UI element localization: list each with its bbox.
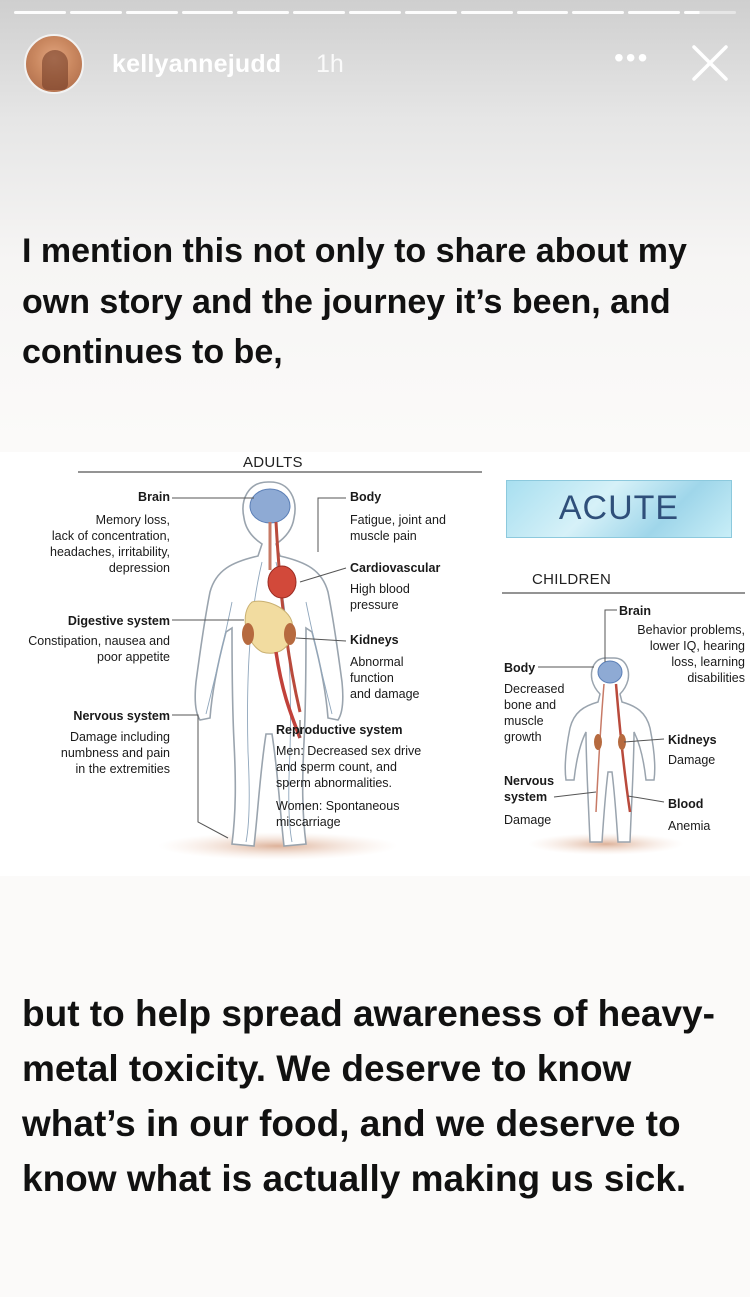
story-header: kellyannejudd 1h ••• (24, 34, 736, 94)
adults-kidneys-heading: Kidneys (350, 633, 399, 647)
adults-reproductive-women: Women: Spontaneous miscarriage (276, 799, 400, 829)
progress-segment (404, 11, 457, 14)
adults-body-heading: Body (350, 490, 382, 504)
adults-digestive-heading: Digestive system (67, 614, 170, 628)
adults-body-text: Fatigue, joint and muscle pain (350, 513, 446, 543)
progress-segment (237, 11, 290, 14)
avatar[interactable] (24, 34, 84, 94)
adults-title: ADULTS (243, 454, 303, 471)
progress-segment (460, 11, 513, 14)
username[interactable]: kellyannejudd (112, 50, 282, 78)
adults-brain-text: Memory loss, lack of concentration, head… (50, 513, 170, 575)
progress-segment (69, 11, 122, 14)
progress-segment (628, 11, 681, 14)
adults-brain-heading: Brain (138, 490, 170, 504)
children-body-text: Decreased bone and muscle growth (504, 682, 565, 744)
children-blood-heading: Blood (668, 797, 704, 811)
infographic-graphics (78, 471, 745, 860)
more-options-icon[interactable]: ••• (614, 42, 650, 73)
progress-segment (125, 11, 178, 14)
top-gradient (0, 0, 750, 440)
close-icon[interactable] (688, 41, 732, 85)
acute-banner: ACUTE (506, 480, 732, 538)
adults-nervous-text: Damage including numbness and pain in th… (60, 730, 170, 776)
adults-reproductive-heading: Reproductive system (276, 723, 403, 737)
acute-label: ACUTE (558, 489, 680, 527)
progress-segment (516, 11, 569, 14)
adults-cardio-heading: Cardiovascular (350, 561, 441, 575)
progress-segment (293, 11, 346, 14)
progress-segment (572, 11, 625, 14)
story-progress-bar (14, 11, 736, 14)
children-brain-text: Behavior problems, lower IQ, hearing los… (637, 623, 745, 685)
adults-digestive-text: Constipation, nausea and poor appetite (28, 634, 170, 664)
story-caption-top: I mention this not only to share about m… (22, 232, 687, 371)
adults-kidneys-text: Abnormal function and damage (350, 655, 420, 701)
children-brain-heading: Brain (619, 604, 651, 618)
progress-segment (14, 11, 66, 14)
adults-nervous-heading: Nervous system (73, 709, 170, 723)
children-title: CHILDREN (532, 571, 612, 588)
adults-cardio-text: High blood pressure (350, 582, 410, 612)
children-blood-text: Anemia (668, 819, 711, 833)
children-nervous-text: Damage (504, 813, 552, 827)
children-kidneys-heading: Kidneys (668, 733, 717, 747)
progress-segment (181, 11, 234, 14)
children-body-heading: Body (504, 661, 536, 675)
post-time: 1h (316, 50, 344, 78)
heavy-metal-infographic: ADULTS Brain Memory loss, lack of concen… (0, 452, 750, 876)
children-nervous-heading: Nervous system (504, 774, 555, 804)
story-caption-bottom: but to help spread awareness of heavy-me… (22, 993, 715, 1199)
children-kidneys-text: Damage (668, 753, 716, 767)
adults-reproductive-men: Men: Decreased sex drive and sperm count… (276, 744, 422, 790)
progress-segment (349, 11, 401, 14)
progress-segment (684, 11, 736, 14)
